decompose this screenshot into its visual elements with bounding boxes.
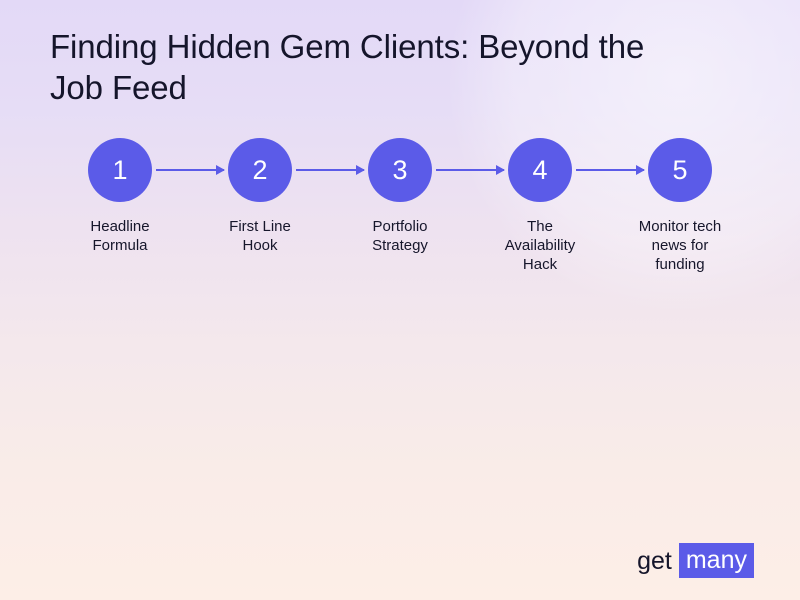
flow-step-1[interactable]: 1 Headline Formula (50, 138, 190, 255)
flow-step-3[interactable]: 3 Portfolio Strategy (330, 138, 470, 255)
connector-shaft (156, 169, 224, 171)
arrowhead-icon (356, 165, 365, 175)
connector-arrow-4-to-5 (576, 165, 645, 175)
step-number-badge[interactable]: 3 (368, 138, 432, 202)
step-number-badge[interactable]: 2 (228, 138, 292, 202)
page-title: Finding Hidden Gem Clients: Beyond the J… (50, 28, 645, 106)
logo-word-get: get (637, 546, 672, 575)
step-number-badge[interactable]: 4 (508, 138, 572, 202)
arrowhead-icon (636, 165, 645, 175)
step-label: Portfolio Strategy (372, 218, 428, 254)
flow-step-5[interactable]: 5 Monitor tech news for funding (610, 138, 750, 274)
step-label: The Availability Hack (504, 218, 576, 273)
flow-step-2[interactable]: 2 First Line Hook (190, 138, 330, 255)
flow-step-4[interactable]: 4 The Availability Hack (470, 138, 610, 274)
arrowhead-icon (216, 165, 225, 175)
connector-shaft (296, 169, 364, 171)
arrowhead-icon (496, 165, 505, 175)
step-number-badge[interactable]: 5 (648, 138, 712, 202)
step-label: Headline Formula (90, 218, 150, 254)
step-label: First Line Hook (229, 218, 291, 254)
connector-arrow-3-to-4 (436, 165, 505, 175)
connector-shaft (576, 169, 644, 171)
step-number-badge[interactable]: 1 (88, 138, 152, 202)
connector-shaft (436, 169, 504, 171)
brand-logo: get many (637, 543, 754, 578)
step-label: Monitor tech news for funding (638, 218, 722, 273)
connector-arrow-2-to-3 (296, 165, 365, 175)
connector-arrow-1-to-2 (156, 165, 225, 175)
logo-word-many: many (678, 543, 754, 578)
process-flow-diagram: 1 Headline Formula 2 First Line Hook 3 P… (0, 138, 800, 298)
